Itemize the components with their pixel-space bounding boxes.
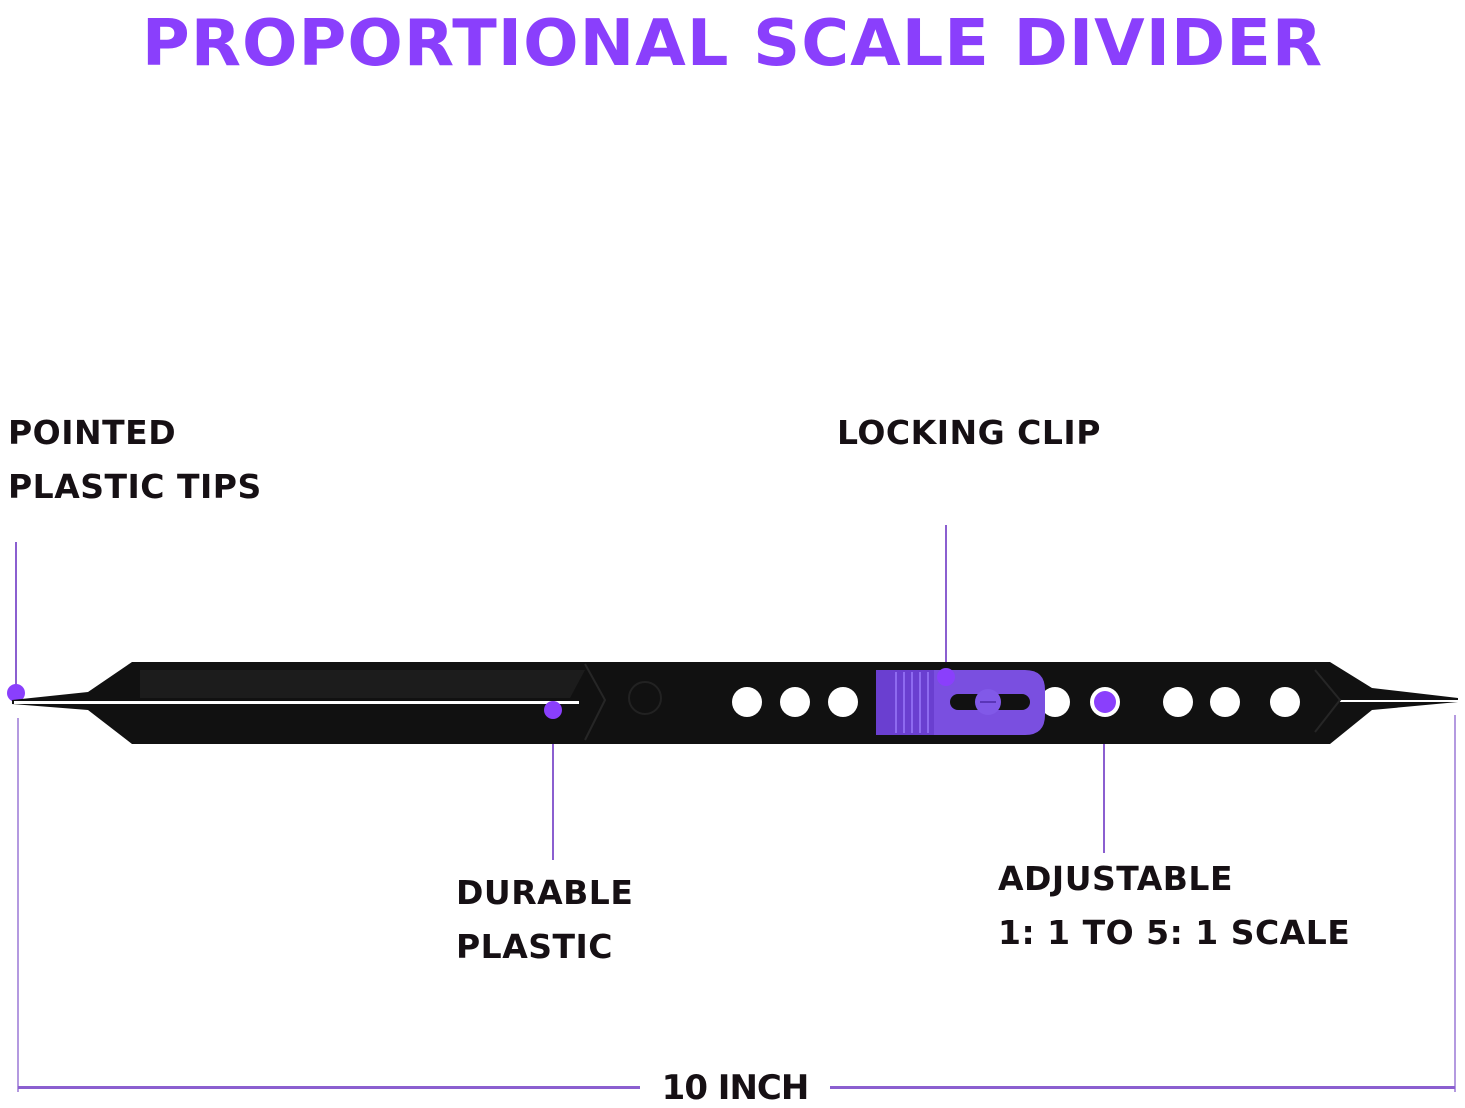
callout-plastic-leader (552, 712, 554, 860)
callout-plastic-line1: DURABLE (456, 873, 634, 912)
callout-tips-dot (7, 684, 25, 702)
callout-tips-line2: PLASTIC TIPS (8, 467, 262, 506)
callout-clip-leader (945, 525, 947, 677)
dimension-right-tick (1454, 715, 1456, 1092)
dimension-label: 10 INCH (640, 1068, 830, 1108)
callout-scale-line1: ADJUSTABLE (998, 859, 1233, 898)
callout-tips-leader (15, 542, 17, 692)
dimension-left-tick (17, 718, 19, 1092)
proportional-divider-icon (12, 662, 1458, 744)
callout-scale-line2: 1: 1 TO 5: 1 SCALE (998, 913, 1351, 952)
callout-scale-leader (1103, 710, 1105, 853)
callout-clip-line1: LOCKING CLIP (837, 413, 1101, 452)
callout-tips-line1: POINTED (8, 413, 177, 452)
page-title: PROPORTIONAL SCALE DIVIDER (141, 7, 1324, 81)
callout-plastic-line2: PLASTIC (456, 927, 614, 966)
